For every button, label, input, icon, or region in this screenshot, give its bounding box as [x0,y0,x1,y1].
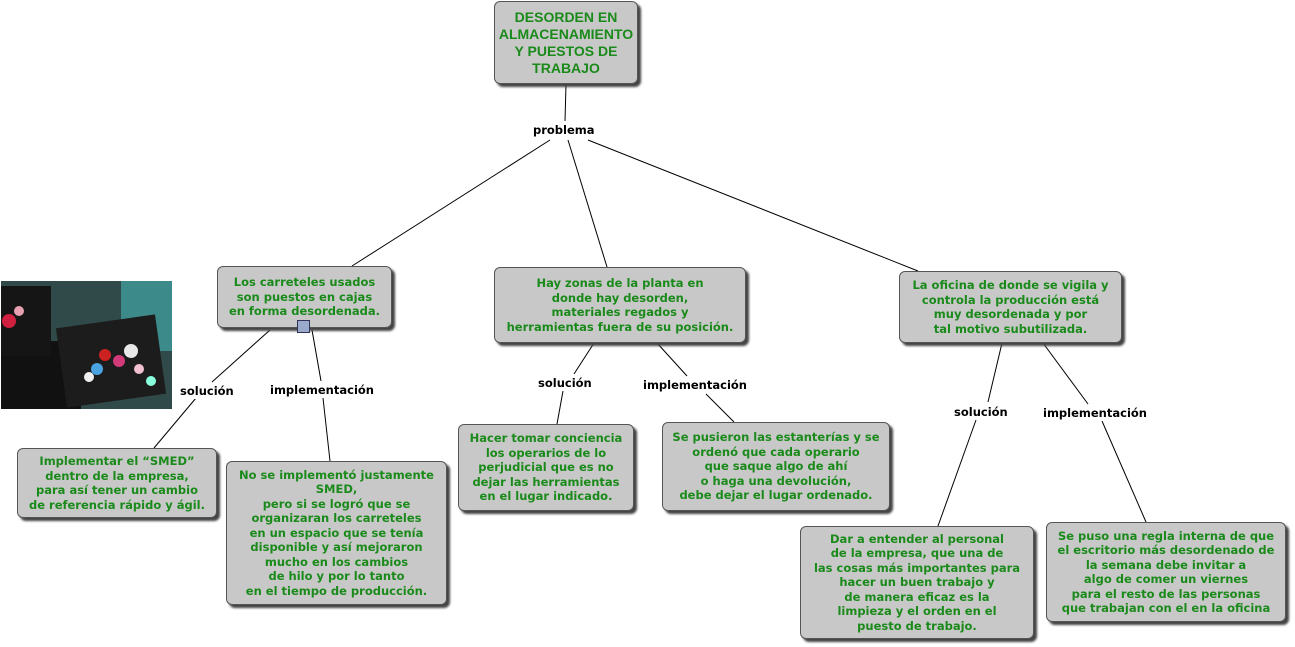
implementation-node-estanterias[interactable]: Se pusieron las estanterías y se ordenó … [662,422,890,511]
link-label-implementacion-2: implementación [641,377,749,393]
solution-node-smed[interactable]: Implementar el “SMED” dentro de la empre… [17,448,217,518]
link-label-solucion-1: solución [178,383,236,399]
problem-node-carreteles[interactable]: Los carreteles usados son puestos en caj… [217,266,392,328]
link-label-problema: problema [531,122,597,138]
link-label-implementacion-3: implementación [1041,405,1149,421]
crates-photo [1,281,172,409]
crates-with-thread-spools-photo [1,281,172,409]
solution-node-conciencia[interactable]: Hacer tomar conciencia los operarios de … [458,424,634,511]
link-label-implementacion-1: implementación [268,382,376,398]
problem-node-zonas-planta[interactable]: Hay zonas de la planta en donde hay deso… [494,267,746,343]
link-label-solucion-2: solución [536,375,594,391]
solution-node-personal[interactable]: Dar a entender al personal de la empresa… [800,526,1034,639]
implementation-node-carreteles[interactable]: No se implementó justamente SMED, pero s… [226,461,447,605]
image-attachment-icon[interactable] [297,320,310,333]
problem-node-oficina[interactable]: La oficina de donde se vigila y controla… [899,271,1122,343]
root-node[interactable]: DESORDEN EN ALMACENAMIENTO Y PUESTOS DE … [494,1,638,84]
link-label-solucion-3: solución [952,404,1010,420]
implementation-node-regla-interna[interactable]: Se puso una regla interna de que el escr… [1046,522,1286,622]
